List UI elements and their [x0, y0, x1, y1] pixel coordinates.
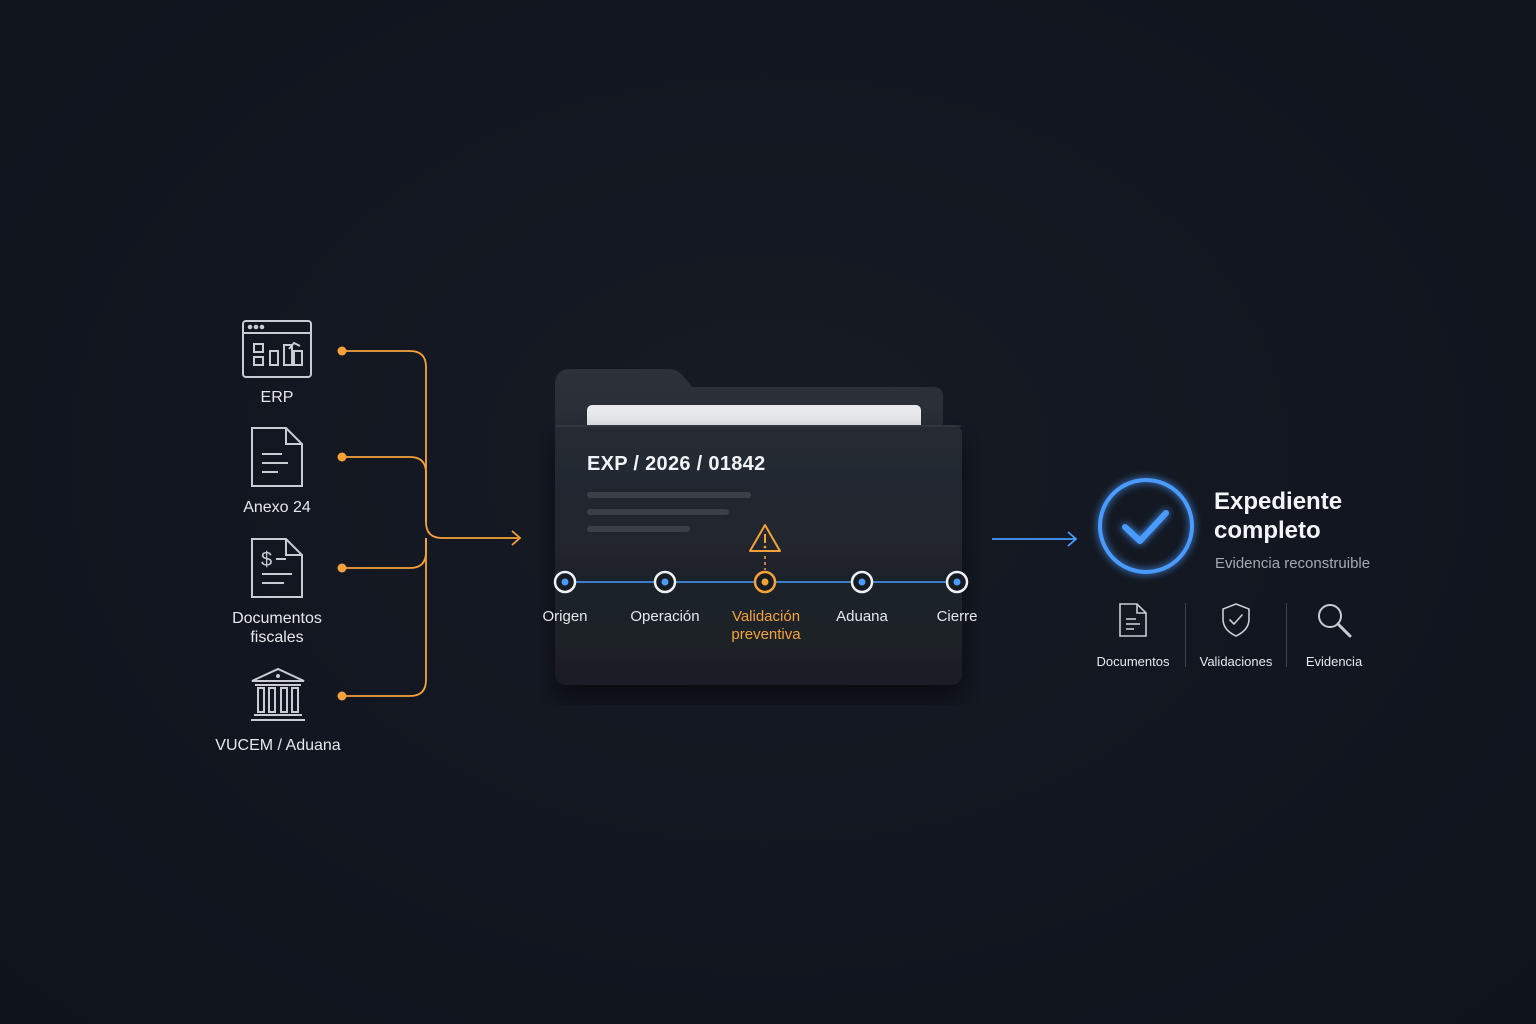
erp-window-icon — [242, 320, 312, 380]
result-item-evidencia: Evidencia — [1305, 654, 1363, 669]
step-label-cierre: Cierre — [936, 608, 978, 625]
fiscal-document-icon: $ — [250, 537, 304, 599]
result-item-validaciones: Validaciones — [1199, 654, 1273, 669]
source-label-anexo: Anexo 24 — [243, 499, 311, 516]
document-icon — [250, 426, 304, 488]
result-arrow — [992, 531, 1078, 547]
process-timeline — [553, 524, 969, 594]
result-item-documentos: Documentos — [1096, 654, 1170, 669]
expediente-code: EXP / 2026 / 01842 — [587, 453, 766, 475]
expediente-folder — [555, 369, 962, 685]
svg-text:$: $ — [261, 549, 272, 571]
check-circle-icon — [1098, 478, 1194, 574]
step-label-validacion: Validación preventiva — [731, 608, 801, 643]
step-label-operacion: Operación — [630, 608, 700, 625]
placeholder-line — [587, 509, 729, 515]
source-label-erp: ERP — [260, 389, 294, 406]
result-title: Expediente completo — [1214, 488, 1343, 544]
warning-triangle-icon — [749, 524, 781, 570]
divider — [1185, 603, 1186, 667]
divider — [1286, 603, 1287, 667]
source-label-fiscales: Documentos fiscales — [232, 610, 322, 646]
document-icon — [1118, 602, 1148, 638]
placeholder-line — [587, 526, 690, 532]
source-connectors — [337, 346, 522, 701]
customs-building-icon — [249, 667, 307, 723]
source-label-vucem: VUCEM / Aduana — [215, 737, 341, 754]
step-label-aduana: Aduana — [836, 608, 888, 625]
placeholder-line — [587, 492, 751, 498]
step-label-origen: Origen — [542, 608, 588, 625]
shield-check-icon — [1220, 602, 1252, 638]
magnifier-icon — [1316, 602, 1354, 640]
result-subtitle: Evidencia reconstruible — [1215, 555, 1371, 572]
